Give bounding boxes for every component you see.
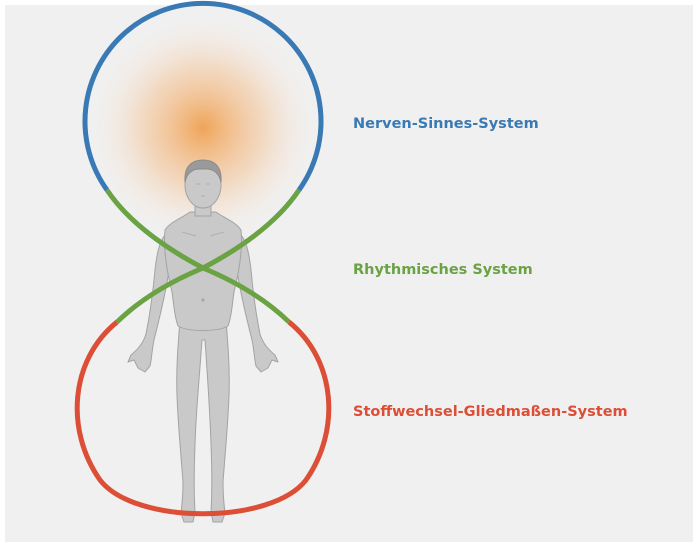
label-rhythmisches-system: Rhythmisches System <box>353 262 533 278</box>
label-nerven-sinnes-system: Nerven-Sinnes-System <box>353 116 539 132</box>
label-stoffwechsel-gliedmassen-system: Stoffwechsel-Gliedmaßen-System <box>353 404 628 420</box>
legs <box>177 320 230 522</box>
lower-loop-arc <box>77 322 329 514</box>
torso <box>164 212 241 331</box>
